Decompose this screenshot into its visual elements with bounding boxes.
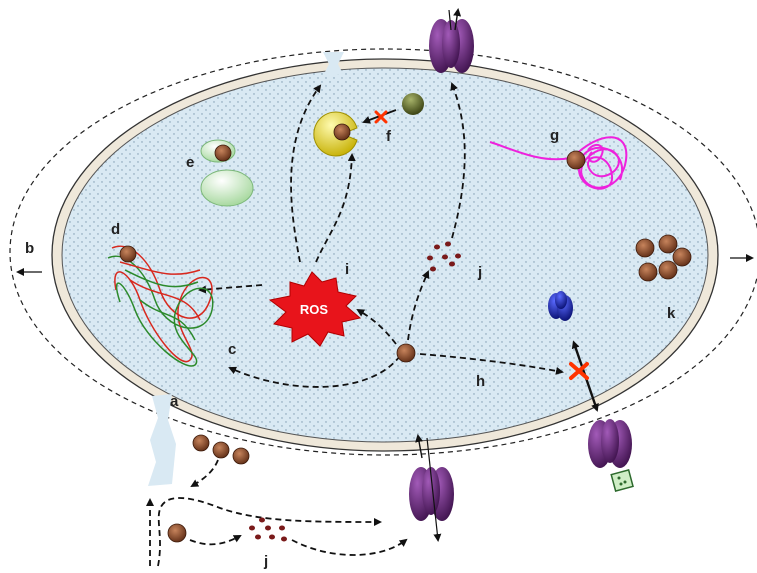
nanoparticle-k-1: [636, 239, 654, 257]
nanoparticle-lysosome: [334, 124, 350, 140]
label-d: d: [111, 221, 120, 238]
nanoparticle-membrane-3: [233, 448, 249, 464]
label-c: c: [228, 341, 236, 358]
nanoparticle-vesicle: [215, 145, 231, 161]
cytoplasm: [62, 68, 708, 442]
arrow-out-from-np: [192, 460, 218, 486]
label-e: e: [186, 154, 194, 171]
arrow-outside-to-j: [190, 536, 240, 544]
ions-j-outside: [249, 518, 287, 542]
ligand-square: [611, 470, 633, 491]
label-a: a: [170, 393, 179, 410]
label-j-inside: j: [477, 264, 482, 281]
label-g: g: [550, 127, 559, 144]
nanoparticle-dna: [120, 246, 136, 262]
label-i: i: [345, 261, 349, 278]
nanoparticle-membrane-1: [193, 435, 209, 451]
nanoparticle-membrane-2: [213, 442, 229, 458]
label-k: k: [667, 305, 676, 322]
nanoparticle-k-3: [673, 248, 691, 266]
ros-label: ROS: [300, 302, 329, 317]
arrow-outside-right: [292, 540, 406, 555]
channel-top: [429, 10, 474, 73]
nanoparticle-k-2: [659, 235, 677, 253]
cell: [52, 59, 718, 451]
nanoparticle-tangle: [567, 151, 585, 169]
label-b: b: [25, 240, 34, 257]
label-j-outside: j: [263, 553, 268, 570]
channel-bottom: [409, 436, 454, 540]
nanoparticle-k-5: [659, 261, 677, 279]
olive-protein: [402, 93, 424, 115]
nanoparticle-outside: [168, 524, 186, 542]
label-h: h: [476, 373, 485, 390]
nanoparticle-center: [397, 344, 415, 362]
arrow-outside-loop: [158, 498, 380, 566]
channel-right: [588, 419, 633, 491]
nanoparticle-k-4: [639, 263, 657, 281]
